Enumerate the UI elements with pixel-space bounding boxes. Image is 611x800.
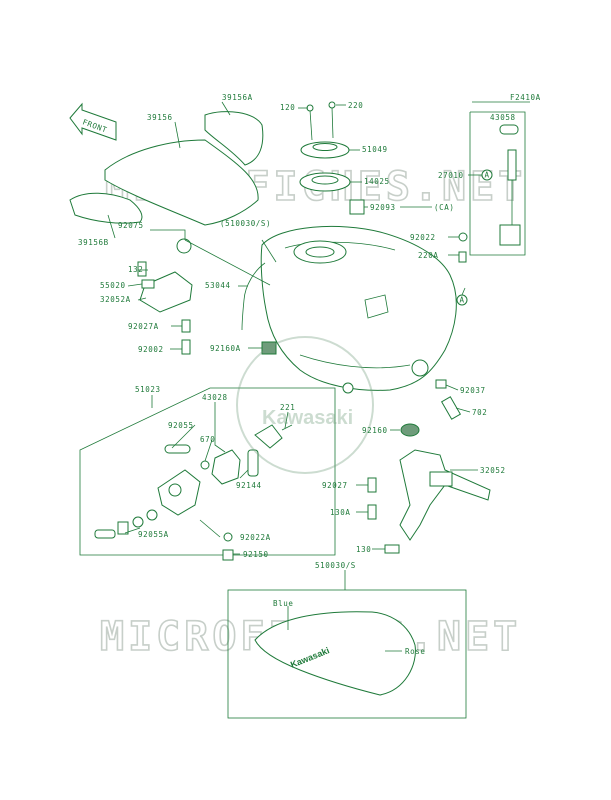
- label-39156a: 39156A: [222, 93, 253, 102]
- label-ca: (CA): [434, 203, 454, 212]
- bolt-130: [384, 544, 400, 554]
- oring-670: [200, 460, 210, 470]
- plate-92055: [164, 444, 191, 454]
- nut-92150: [222, 549, 234, 561]
- lever-92055a: [94, 529, 116, 539]
- pad-39156b: [69, 192, 143, 224]
- label-92027a: 92027A: [128, 322, 159, 331]
- bolt-132: [137, 261, 147, 277]
- pad-39156a: [204, 111, 264, 166]
- label-92075: 92075: [118, 221, 144, 230]
- bracket-32052: [399, 449, 491, 541]
- label-92093: 92093: [370, 203, 396, 212]
- label-130a: 130A: [330, 508, 350, 517]
- bolt-92002: [181, 339, 191, 355]
- callout-a-upper-label: A: [485, 171, 490, 180]
- label-92002: 92002: [138, 345, 164, 354]
- pad-39156: [104, 139, 259, 226]
- label-220a: 220A: [418, 251, 438, 260]
- label-51049: 51049: [362, 145, 388, 154]
- fuel-tank-51030: [260, 225, 457, 394]
- washer-92022a: [223, 532, 233, 542]
- label-92055a: 92055A: [138, 530, 169, 539]
- label-55020: 55020: [100, 281, 126, 290]
- collar-55020: [141, 279, 155, 289]
- label-43028: 43028: [202, 393, 228, 402]
- kawasaki-logo: Kawasaki: [236, 336, 374, 474]
- label-27010: 27010: [438, 171, 464, 180]
- label-51023: 51023: [135, 385, 161, 394]
- clip-92037: [435, 379, 447, 389]
- label-510030s-bottom: 510030/S: [315, 561, 356, 570]
- part-number-labels: 39156A 39156 39156B 120 220 51049 14025 …: [78, 93, 516, 656]
- label-670: 670: [200, 435, 215, 444]
- label-32052: 32052: [480, 466, 506, 475]
- label-39156: 39156: [147, 113, 173, 122]
- label-43058: 43058: [490, 113, 516, 122]
- spring-92144: [247, 449, 259, 477]
- bolt-220a: [458, 251, 467, 263]
- bracket-32052a: [139, 271, 193, 313]
- label-color-rose: Rose: [405, 647, 425, 656]
- cover-221: [254, 424, 283, 449]
- hose-702: [440, 396, 462, 420]
- label-510030s-top: (510030/S): [220, 219, 271, 228]
- label-color-blue: Blue: [273, 599, 293, 608]
- grommet-92075: [176, 238, 192, 254]
- callout-a-lower-label: A: [460, 296, 465, 305]
- label-14025: 14025: [364, 177, 390, 186]
- leader-lines: [107, 101, 530, 652]
- fuel-cock-group-box: [79, 387, 336, 556]
- hose-53044: [241, 262, 266, 331]
- bolt-92027a: [181, 319, 191, 333]
- damper-92160: [400, 423, 420, 437]
- label-92037: 92037: [460, 386, 486, 395]
- label-132: 132: [128, 265, 143, 274]
- label-92160: 92160: [362, 426, 388, 435]
- label-92144: 92144: [236, 481, 262, 490]
- front-arrow-icon: FRONT: [69, 102, 117, 141]
- label-221: 221: [280, 403, 295, 412]
- label-92022a: 92022A: [240, 533, 271, 542]
- bolt-92027: [367, 477, 377, 493]
- sender-27010: [507, 149, 517, 181]
- label-130: 130: [356, 545, 371, 554]
- label-220-top: 220: [348, 101, 363, 110]
- bolt-130a: [367, 504, 377, 520]
- label-92160a: 92160A: [210, 344, 241, 353]
- label-92055: 92055: [168, 421, 194, 430]
- label-92150: 92150: [243, 550, 269, 559]
- kawasaki-logo-text: Kawasaki: [262, 407, 353, 429]
- cap-92093: [349, 199, 365, 215]
- label-39156b: 39156B: [78, 238, 109, 247]
- figure-code: F2410A: [510, 93, 541, 102]
- decal-panel: [254, 611, 416, 696]
- washer-92022: [458, 232, 468, 242]
- decal-group-box: [227, 589, 467, 719]
- label-53044: 53044: [205, 281, 231, 290]
- label-120-top: 120: [280, 103, 295, 112]
- label-92022: 92022: [410, 233, 436, 242]
- label-702: 702: [472, 408, 487, 417]
- gasket-43058: [499, 124, 519, 135]
- label-32052a: 32052A: [100, 295, 131, 304]
- label-92027: 92027: [322, 481, 348, 490]
- diaphragm-43028: [211, 449, 241, 485]
